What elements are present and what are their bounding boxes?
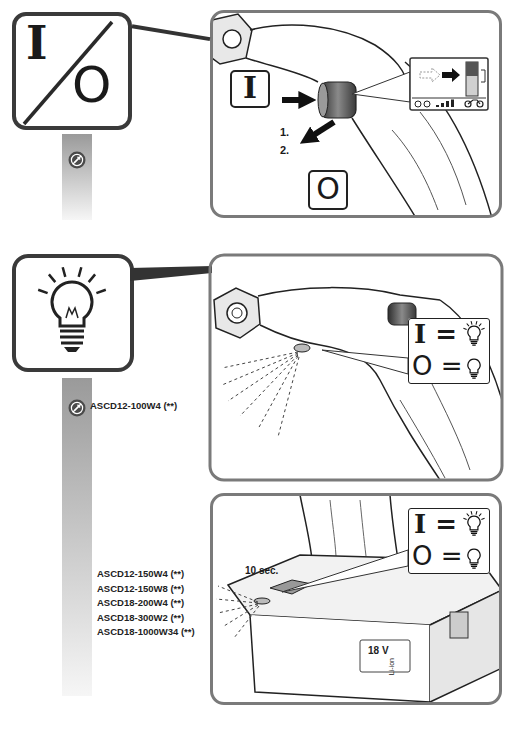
light-off-symbol — [468, 549, 480, 568]
light-off-symbol — [468, 359, 480, 378]
callout-wedge — [130, 266, 212, 281]
previous-position-arrow — [420, 68, 440, 82]
push-arrow — [282, 97, 302, 103]
no-tool-symbol — [69, 152, 86, 169]
light-legend-box: I = O = — [408, 508, 490, 574]
work-light — [294, 344, 310, 352]
position-callout: O — [308, 170, 348, 210]
illustration-panel — [210, 255, 502, 480]
grip-texture — [392, 112, 466, 210]
motorbike-symbol — [468, 100, 480, 104]
handle-outline — [352, 118, 416, 217]
switch-position-inset — [410, 58, 488, 110]
position-callout: I — [230, 70, 270, 108]
off-symbol: O — [72, 60, 111, 110]
bulb-tip — [64, 347, 80, 352]
light-on-key: I = — [414, 511, 457, 537]
legend-background — [408, 318, 490, 384]
light-beam — [216, 586, 259, 638]
level-bar — [451, 100, 454, 108]
battery-plate — [360, 640, 410, 672]
model-number: ASCD12-150W4 (**) — [97, 569, 184, 579]
callout-wedge — [322, 350, 408, 374]
bulb-rays — [38, 267, 106, 293]
battery-type: Li-ion — [388, 658, 395, 675]
switch-slot — [466, 62, 478, 96]
callout-wedge — [352, 72, 410, 102]
callout-pointer — [132, 26, 210, 39]
chuck-bore — [232, 308, 242, 318]
grip-texture — [400, 380, 470, 478]
light-off-key: O = — [412, 353, 463, 379]
model-number: ASCD12-150W8 (**) — [97, 584, 184, 594]
battery-view — [216, 495, 501, 702]
divider — [412, 98, 486, 99]
light-beam — [222, 352, 299, 437]
battery-voltage: 18 V — [368, 646, 389, 656]
grip-texture — [330, 500, 366, 556]
tool-top-view — [212, 14, 492, 217]
level-bar — [446, 101, 449, 107]
switch-knob — [466, 62, 478, 76]
chuck — [214, 288, 260, 338]
grey-bar — [62, 378, 92, 696]
no-tool-symbol — [69, 400, 86, 417]
chuck-bore — [223, 30, 241, 48]
illustration-panel: 1. 2. I O — [210, 10, 502, 218]
light-on-symbol — [463, 511, 484, 535]
battery-side — [430, 590, 501, 702]
chuck-bore — [227, 303, 247, 323]
battery-front — [250, 615, 430, 702]
on-symbol: I — [232, 73, 268, 103]
body-outline — [258, 288, 440, 300]
light-off-key: O = — [412, 543, 463, 569]
handle-outline — [300, 495, 398, 560]
icon-box: IO — [12, 12, 132, 130]
light-icon-box — [14, 256, 132, 370]
legend-background — [408, 508, 490, 574]
duration-note: 10 sec. — [245, 566, 278, 576]
light-on-key: I = — [414, 321, 457, 347]
bicycle-symbol — [424, 101, 430, 107]
bicycle-symbol — [415, 101, 421, 107]
model-number: ASCD18-300W2 (**) — [97, 613, 184, 623]
model-number: ASCD12-100W4 (**) — [90, 401, 177, 411]
light-on-symbol — [463, 321, 484, 345]
light-legend-box: I = O = — [408, 318, 490, 384]
callout-wedge — [282, 550, 408, 592]
body-outline — [250, 25, 410, 90]
battery-latch — [450, 612, 468, 638]
level-bar — [441, 103, 444, 107]
on-symbol: I — [26, 20, 48, 66]
icon-background — [12, 12, 132, 130]
position-arrow — [442, 68, 460, 82]
level-bar — [436, 105, 439, 107]
tool-side-view — [214, 288, 501, 479]
illustration-panel: 10 sec. I = O = — [210, 493, 502, 705]
bulb-glass — [52, 282, 92, 326]
grey-bar — [62, 134, 92, 220]
step-number: 1. — [280, 127, 289, 138]
off-symbol: O — [310, 174, 346, 204]
chuck — [212, 14, 252, 64]
switch-face — [318, 83, 328, 117]
bulb-base — [60, 331, 84, 343]
push-arrow — [312, 122, 334, 136]
model-number: ASCD18-1000W34 (**) — [97, 627, 195, 637]
step-number: 2. — [280, 145, 289, 156]
model-number: ASCD18-200W4 (**) — [97, 598, 184, 608]
bulb-filament — [66, 308, 78, 318]
bracket — [481, 70, 485, 82]
